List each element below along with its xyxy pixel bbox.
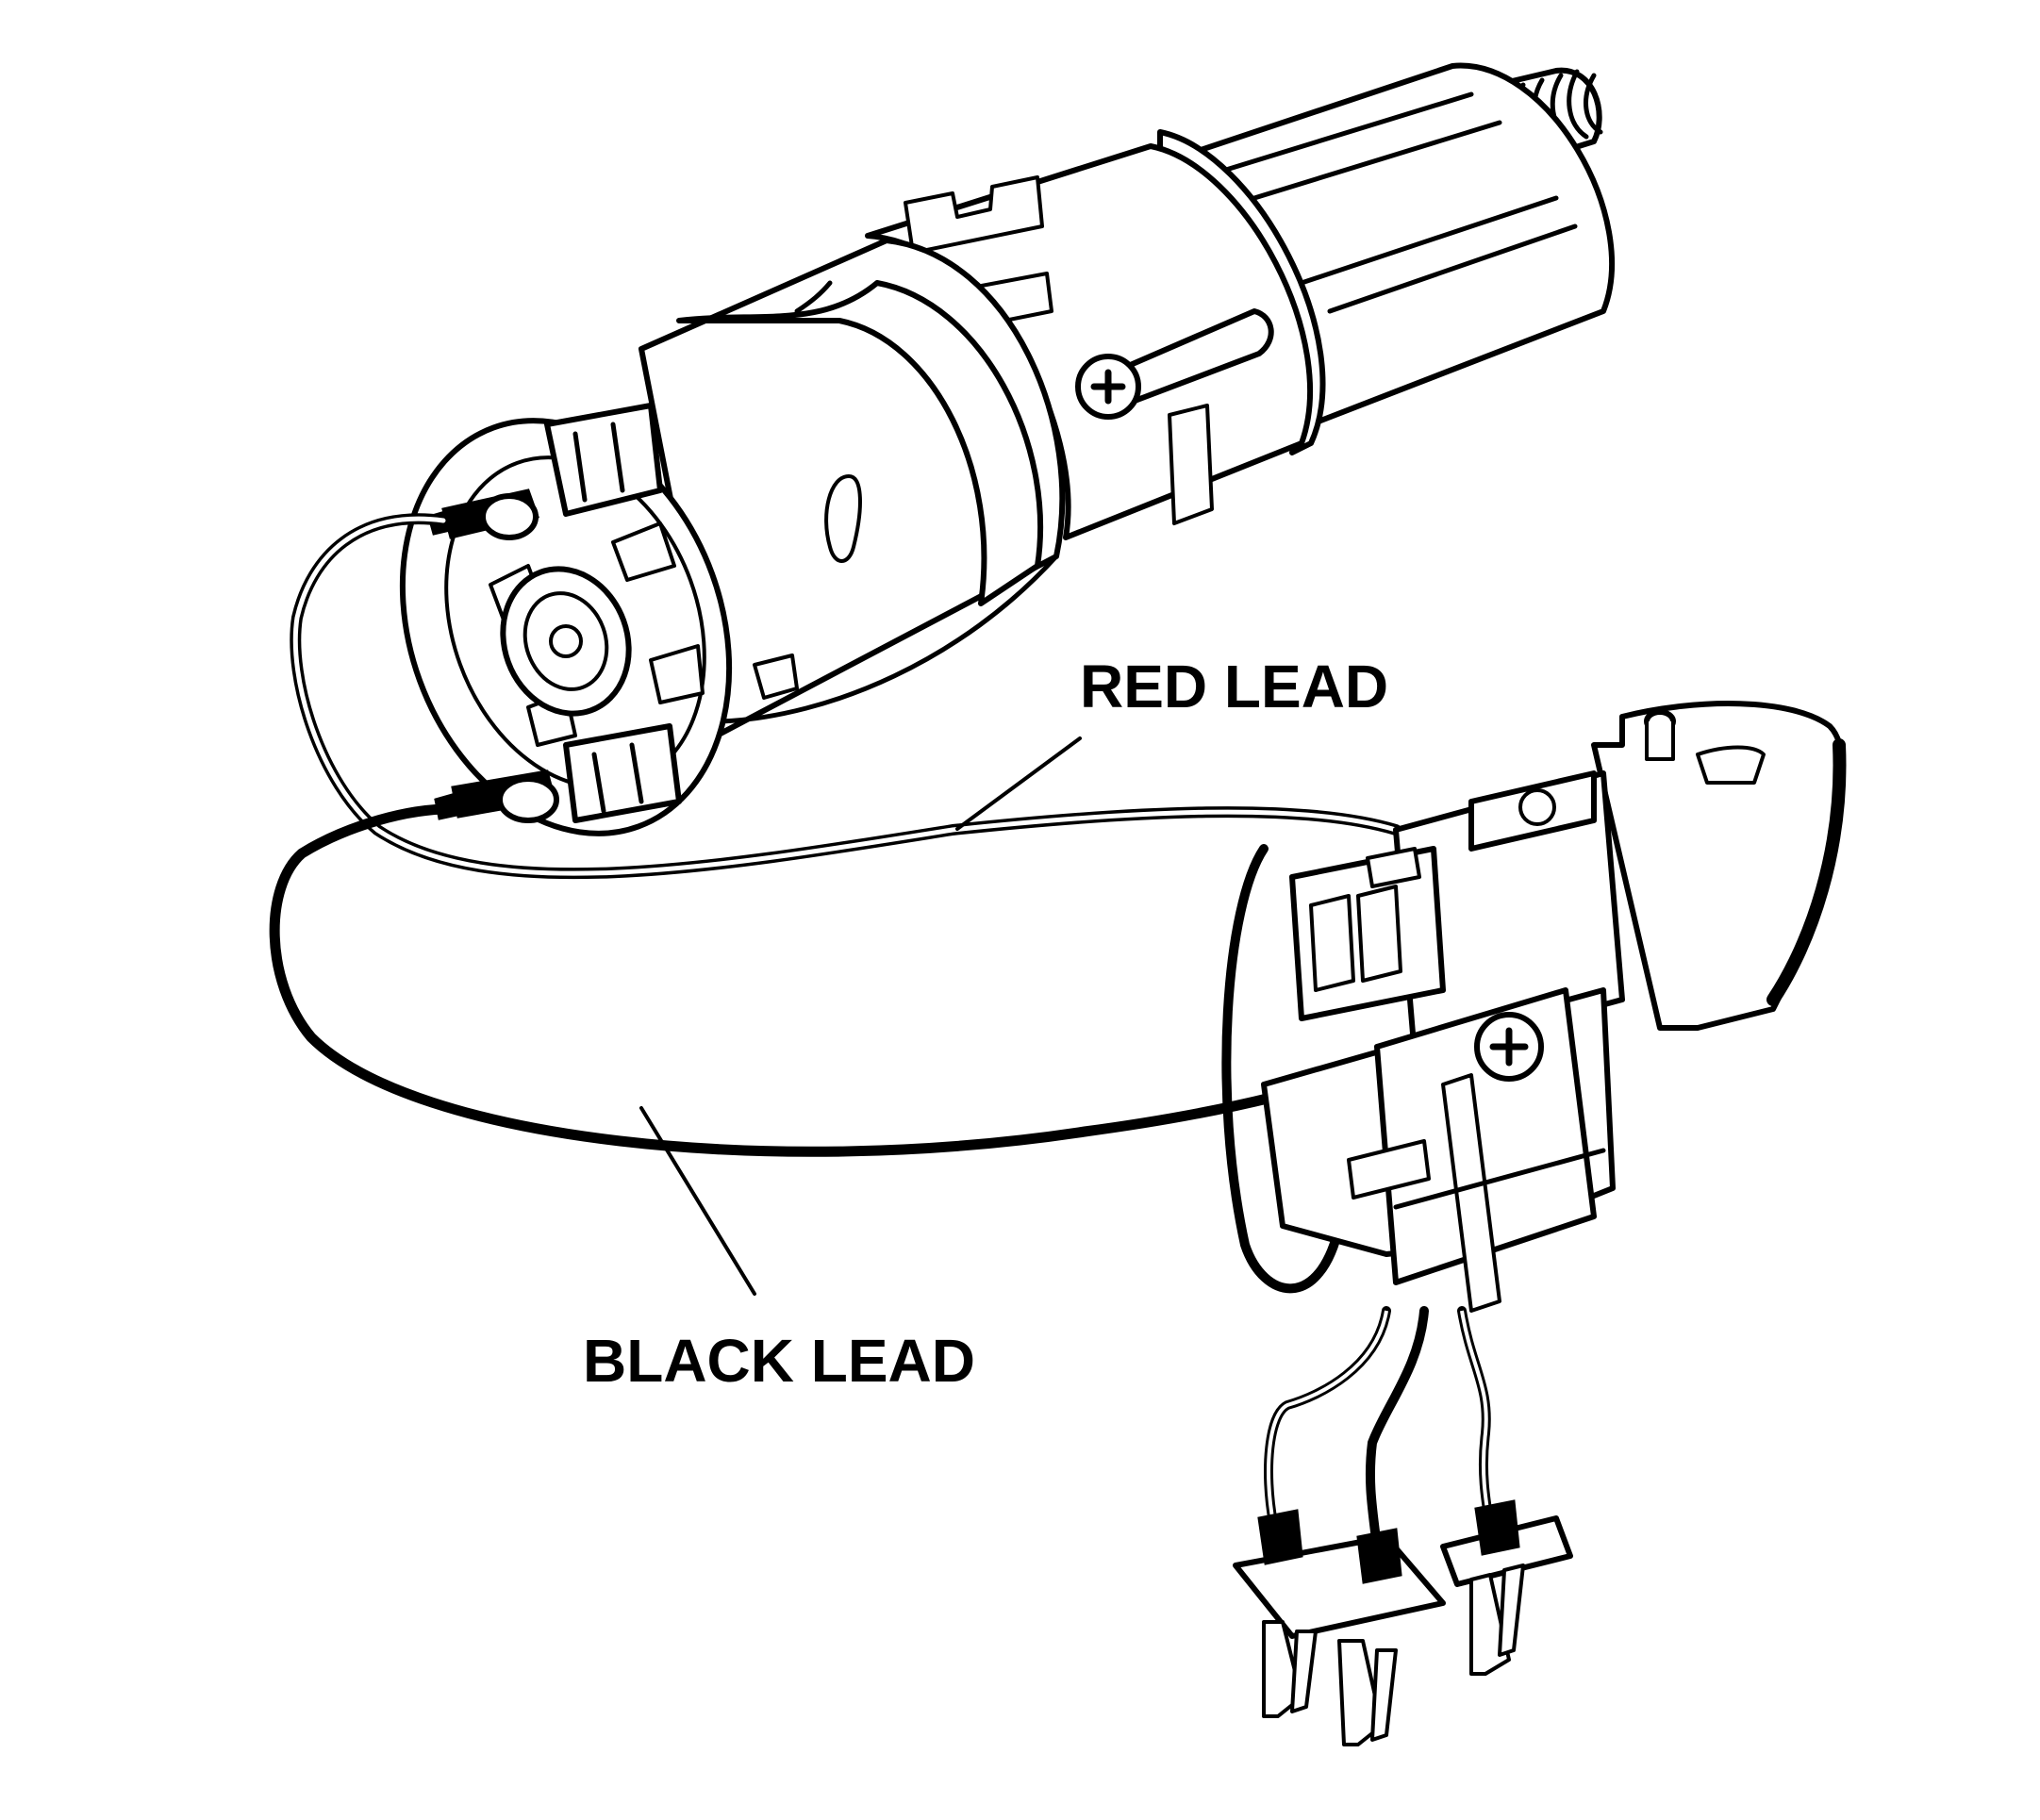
black-lead-leader [639, 1106, 756, 1296]
motor-can [639, 238, 1066, 738]
motor-assembly [399, 62, 1615, 836]
upper-motor-terminal [427, 488, 539, 540]
black-lead-wire [269, 803, 1401, 1157]
connector-leads [1264, 1306, 1495, 1551]
switch-body [1261, 770, 1625, 1313]
red-lead-leader [955, 736, 1082, 831]
trigger-switch [1261, 701, 1847, 1313]
wiring [269, 513, 1401, 1296]
red-lead-wire [290, 513, 1401, 880]
terminal-connector-left [1233, 1509, 1446, 1746]
lower-motor-terminal [434, 769, 559, 823]
switch-trigger [1591, 701, 1847, 1031]
switch-wire-loop [1221, 844, 1344, 1294]
black-lead-label: BLACK LEAD [583, 1327, 975, 1395]
gear-ring [865, 143, 1313, 550]
red-lead-label: RED LEAD [1080, 653, 1388, 720]
terminal-connector-right [1440, 1499, 1573, 1676]
